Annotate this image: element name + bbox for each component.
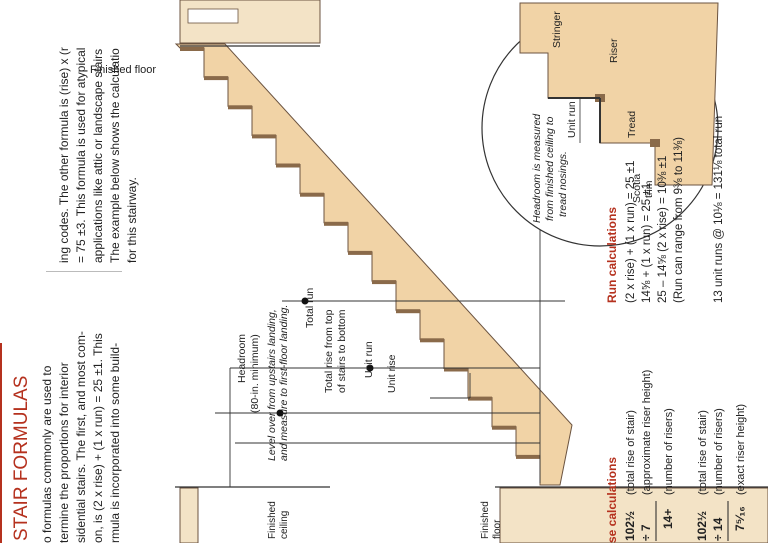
label-finished-ceiling-2: ceiling [279,511,290,539]
stair-treads [180,47,540,459]
run-calc-line: (Run can range from 9⅜ to 11⅜) [673,137,685,303]
label-finished-floor-bottom-2: floor [492,519,503,539]
label-level-over-1: Level over from upstairs landing, [266,309,278,461]
headroom-dot [276,409,284,417]
tread-nosing [204,76,228,81]
label-total-rise-2: of stairs to bottom [336,309,348,393]
rise-calculations: se calculations 102½ (total rise of stai… [605,370,747,543]
tread-nosing [348,250,372,255]
column-divider [46,271,122,272]
detail-callout: Headroom is measured from finished ceili… [481,2,719,247]
rise-calc-desc: (total rise of stair) [625,410,637,495]
tread-nosing [420,338,444,343]
tread-nosing [492,425,516,430]
label-finished-ceiling-1: Finished [267,501,278,539]
run-calc-line: 25 – 14⅝ (2 x rise) = 10⅜ ±1 [657,156,669,303]
tread-nosing [444,367,468,372]
tread-nosing [228,105,252,110]
label-level-over-2: and measure to first-floor landing. [278,305,290,461]
intro-left: o formulas commonly are used to termine … [40,331,122,543]
rise-calc-num: 102½ [695,511,709,541]
intro-line: for this stairway. [125,177,139,263]
run-calc-line: (2 x rise) + (1 x run) = 25 ±1 [625,161,637,303]
detail-scotia-lower [650,139,660,147]
lower-floor-structure [499,487,768,543]
intro-line: The example below shows the calculatio [108,48,122,263]
finished-ceiling-structure [179,487,199,543]
label-total-rise-1: Total rise from top [323,309,335,393]
rise-calc-desc: (approximate riser height) [641,370,653,495]
detail-unit-run: Unit run [566,101,578,138]
label-unit-run: Unit run [363,341,375,378]
detail-scotia-2: trim [643,180,655,198]
run-calc-heading: Run calculations [605,207,619,303]
intro-line: o formulas commonly are used to [40,365,54,543]
label-headroom-1: Headroom [236,334,248,383]
intro-line: rmula is incorporated into some build- [108,343,122,543]
intro-line: = 75 ±3. This formula is used for atypic… [74,48,88,263]
label-headroom-2: (80-in. minimum) [249,334,261,413]
detail-note-1: Headroom is measured [531,113,543,223]
intro-line: applications like attic or landscape sta… [91,49,105,263]
rise-calc-num: 14+ [661,509,675,529]
upper-joist [187,8,239,24]
rise-calc-num: 102½ [623,511,637,541]
total-rise-dot [366,364,374,372]
label-total-run: Total run [304,288,316,328]
run-calc-total: 13 unit runs @ 10⅛ = 131⅛ total run [713,116,725,303]
intro-line: on, is (2 x rise) + (1 x run) = 25 ±1. T… [91,333,105,543]
intro-line: termine the proportions for interior [57,362,71,543]
dimension-lines [215,43,565,487]
detail-scotia-1: Scotia [631,174,643,203]
detail-riser-label: Riser [608,38,620,63]
rise-calc-heading: se calculations [605,457,619,543]
detail-tread-label: Tread [626,111,638,138]
run-calc-line: 14⅝ + (1 x run) = 25 ±1 [641,183,653,303]
rise-calc-num: ÷ 7 [639,524,653,541]
total-run-dot [301,297,309,305]
detail-stringer-label: Stringer [551,11,563,48]
tread-nosing [276,163,300,168]
stair-stringer [174,43,573,486]
detail-note-3: tread nosings. [557,151,569,217]
tread-nosing [252,134,276,139]
run-calculations: Run calculations (2 x rise) + (1 x run) … [605,116,725,303]
rise-calc-desc: (number of risers) [713,408,725,495]
title-rule [0,343,2,543]
intro-line: sidential stairs. The first, and most co… [74,331,88,543]
tread-nosing [372,280,396,285]
detail-note-2: from finished ceiling to [544,116,556,221]
rise-calc-desc: (exact riser height) [735,404,747,495]
tread-nosing [516,454,540,459]
tread-nosing [324,221,348,226]
intro-line: ing codes. The other formula is (rise) x… [57,47,71,263]
rise-calc-num: 7⁵⁄₁₆ [733,506,747,531]
rise-calc-desc: (total rise of stair) [697,410,709,495]
label-finished-floor-top: Finished floor [90,64,156,76]
tread-nosing [180,47,204,51]
tread-nosing [468,396,492,401]
page-title: STAIR FORMULAS [11,376,32,541]
rise-calc-desc: (number of risers) [663,408,675,495]
label-unit-rise: Unit rise [386,354,398,393]
tread-nosing [396,309,420,314]
rise-calc-num: ÷ 14 [711,517,725,541]
label-finished-floor-bottom-1: Finished [480,501,491,539]
intro-right: ing codes. The other formula is (rise) x… [57,47,139,263]
tread-nosing [300,192,324,197]
